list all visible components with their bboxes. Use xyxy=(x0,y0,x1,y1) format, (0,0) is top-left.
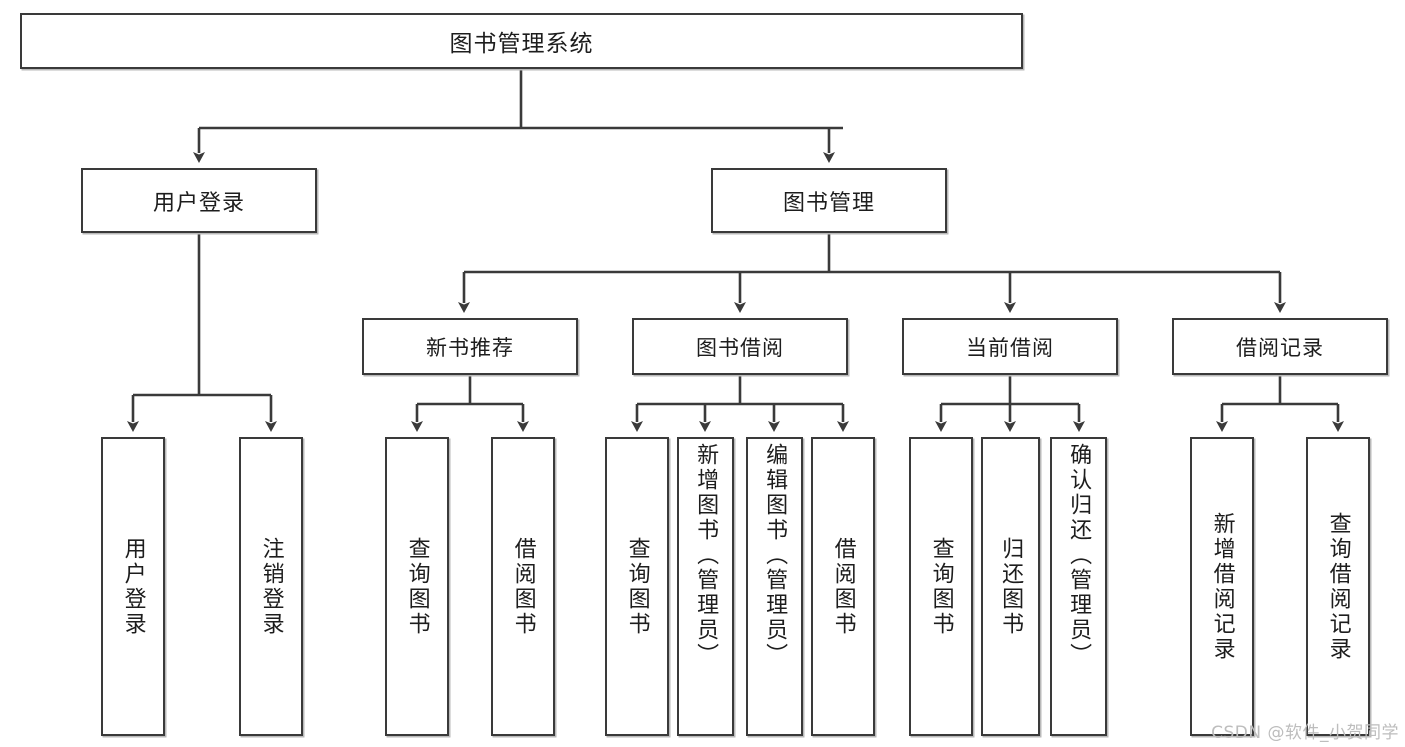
leaf-query-borrow-record[interactable]: 查询借阅记录 xyxy=(1306,437,1370,736)
node-book-borrow-label: 图书借阅 xyxy=(696,335,784,360)
leaf-confirm-return-admin[interactable]: 确认归还（管理员） xyxy=(1050,437,1107,736)
node-user-login[interactable]: 用户登录 xyxy=(81,168,317,233)
leaf-query-book-recommend[interactable]: 查询图书 xyxy=(385,437,449,736)
leaf-confirm-return-admin-label: 确认归还（管理员） xyxy=(1066,443,1092,668)
node-new-book-recommend-label: 新书推荐 xyxy=(426,335,514,360)
node-user-login-label: 用户登录 xyxy=(152,190,245,216)
node-new-book-recommend[interactable]: 新书推荐 xyxy=(362,318,578,375)
csdn-watermark: CSDN @软件_小贺同学 xyxy=(1211,723,1399,743)
node-borrow-record-label: 借阅记录 xyxy=(1236,335,1324,360)
node-root[interactable]: 图书管理系统 xyxy=(20,13,1023,69)
node-book-management[interactable]: 图书管理 xyxy=(711,168,947,233)
leaf-return-book[interactable]: 归还图书 xyxy=(981,437,1040,736)
leaf-borrow-book-recommend[interactable]: 借阅图书 xyxy=(491,437,555,736)
leaf-query-book-borrow-label: 查询图书 xyxy=(624,536,650,637)
leaf-user-login-label: 用户登录 xyxy=(120,536,146,637)
leaf-user-login[interactable]: 用户登录 xyxy=(101,437,165,736)
leaf-borrow-book[interactable]: 借阅图书 xyxy=(811,437,875,736)
leaf-add-book-admin-label: 新增图书（管理员） xyxy=(693,443,719,668)
leaf-add-borrow-record[interactable]: 新增借阅记录 xyxy=(1190,437,1254,736)
leaf-query-borrow-record-label: 查询借阅记录 xyxy=(1325,511,1351,662)
leaf-edit-book-admin[interactable]: 编辑图书（管理员） xyxy=(746,437,803,736)
node-book-management-label: 图书管理 xyxy=(782,190,875,216)
leaf-return-book-label: 归还图书 xyxy=(998,536,1024,637)
node-root-label: 图书管理系统 xyxy=(449,31,594,57)
leaf-borrow-book-label: 借阅图书 xyxy=(830,536,856,637)
leaf-query-book-recommend-label: 查询图书 xyxy=(404,536,430,637)
node-borrow-record[interactable]: 借阅记录 xyxy=(1172,318,1388,375)
leaf-logout-label: 注销登录 xyxy=(258,536,284,637)
leaf-borrow-book-recommend-label: 借阅图书 xyxy=(510,536,536,637)
leaf-logout[interactable]: 注销登录 xyxy=(239,437,303,736)
leaf-add-book-admin[interactable]: 新增图书（管理员） xyxy=(677,437,734,736)
leaf-query-book-current[interactable]: 查询图书 xyxy=(909,437,973,736)
node-current-borrow-label: 当前借阅 xyxy=(966,335,1054,360)
leaf-query-book-current-label: 查询图书 xyxy=(928,536,954,637)
leaf-query-book-borrow[interactable]: 查询图书 xyxy=(605,437,669,736)
node-current-borrow[interactable]: 当前借阅 xyxy=(902,318,1118,375)
leaf-add-borrow-record-label: 新增借阅记录 xyxy=(1209,511,1235,662)
node-book-borrow[interactable]: 图书借阅 xyxy=(632,318,848,375)
leaf-edit-book-admin-label: 编辑图书（管理员） xyxy=(762,443,788,668)
